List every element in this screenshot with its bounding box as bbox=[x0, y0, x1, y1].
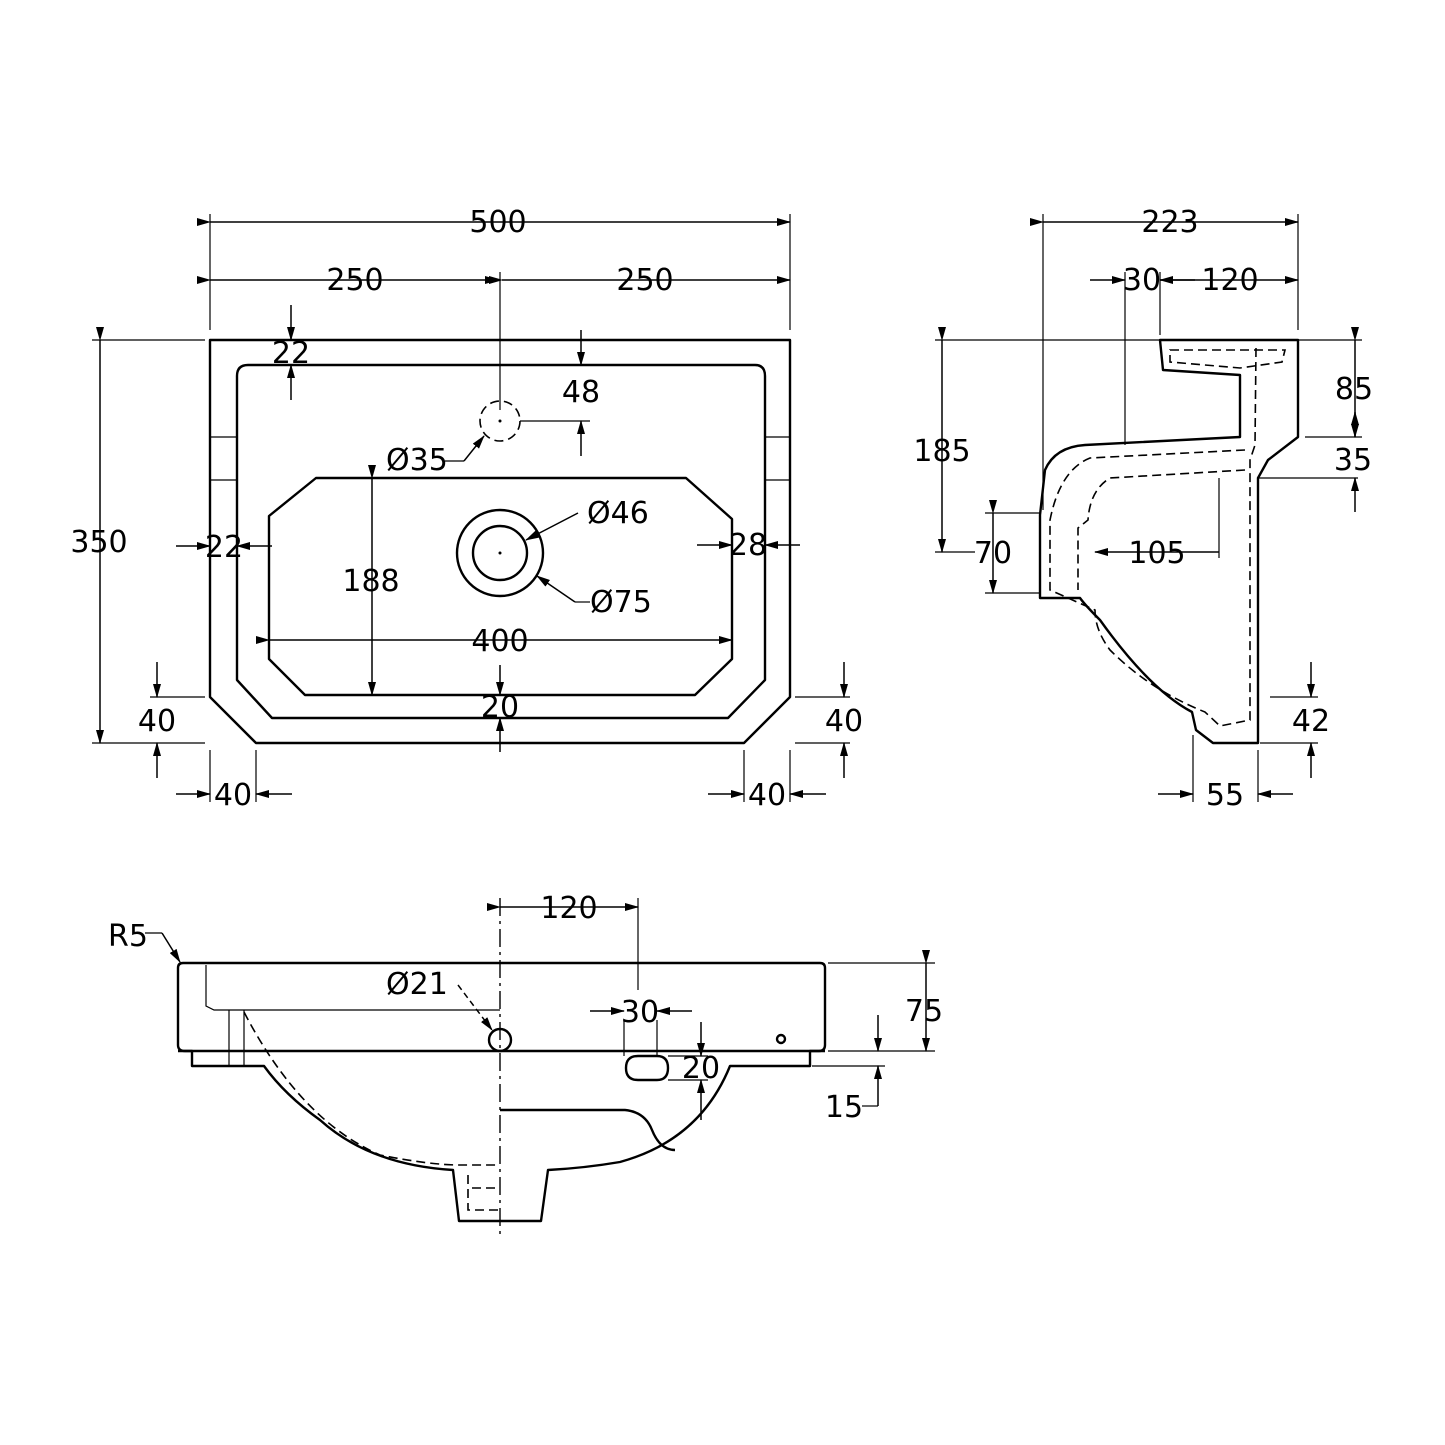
waste-inner-ring bbox=[471, 524, 529, 582]
dim-rim-right: 28 bbox=[729, 528, 767, 563]
plan-view: 500 250 250 350 22 48 Ø35 Ø46 Ø75 22 bbox=[70, 205, 863, 813]
label-tap-hole-dia: Ø35 bbox=[386, 443, 448, 478]
dim-front-slot-height: 20 bbox=[682, 1051, 720, 1086]
side-overflow-channel bbox=[1169, 349, 1287, 369]
basin-rim-inner bbox=[235, 363, 767, 720]
fixing-hole bbox=[775, 1033, 787, 1045]
front-inner-step bbox=[205, 965, 500, 1011]
front-bowl-dashed bbox=[243, 1011, 500, 1166]
dim-side-foot-height: 42 bbox=[1292, 704, 1330, 739]
dim-side-height: 185 bbox=[913, 434, 970, 469]
label-waste-dia-inner: Ø46 bbox=[587, 496, 649, 531]
side-outer-profile bbox=[1038, 338, 1300, 745]
label-waste-dia-outer: Ø75 bbox=[590, 585, 652, 620]
dim-bowl-width: 400 bbox=[471, 624, 528, 659]
label-overflow-dia: Ø21 bbox=[386, 967, 448, 1002]
dim-chamfer-left-h: 40 bbox=[214, 778, 252, 813]
tap-hole-centre bbox=[498, 419, 502, 423]
front-waste-dashed bbox=[467, 1175, 500, 1211]
dim-overall-depth: 350 bbox=[70, 525, 127, 560]
dim-side-inner-depth: 105 bbox=[1128, 536, 1185, 571]
dim-rim-top: 22 bbox=[272, 336, 310, 371]
front-section-cut bbox=[500, 1108, 676, 1152]
side-inner-bowl bbox=[1077, 469, 1246, 590]
basin-outer-outline bbox=[208, 338, 792, 745]
dim-front-lip-height: 15 bbox=[825, 1090, 863, 1125]
front-rim-outline bbox=[176, 961, 827, 1223]
dim-side-mid-band: 35 bbox=[1334, 443, 1372, 478]
front-view: R5 120 Ø21 30 20 75 15 bbox=[108, 891, 943, 1238]
dim-overall-width: 500 bbox=[469, 205, 526, 240]
dim-side-top-b: 120 bbox=[1201, 263, 1258, 298]
waste-outer-ring bbox=[455, 508, 545, 598]
waste-centre bbox=[498, 551, 502, 555]
dim-bowl-depth: 188 bbox=[342, 564, 399, 599]
label-corner-radius: R5 bbox=[108, 919, 148, 954]
dim-tap-offset: 48 bbox=[562, 375, 600, 410]
dim-chamfer-right-h: 40 bbox=[748, 778, 786, 813]
dim-side-foot-width: 55 bbox=[1206, 778, 1244, 813]
dim-side-top-a: 30 bbox=[1123, 263, 1161, 298]
dim-chamfer-left-v: 40 bbox=[138, 704, 176, 739]
dim-front-rim: 20 bbox=[481, 690, 519, 725]
dim-rim-left: 22 bbox=[205, 530, 243, 565]
dim-half-width-right: 250 bbox=[616, 263, 673, 298]
dim-side-overall-depth: 223 bbox=[1141, 205, 1198, 240]
side-view: 223 30 120 185 85 35 70 105 bbox=[913, 205, 1373, 813]
dim-half-width-left: 250 bbox=[326, 263, 383, 298]
overflow-slot bbox=[624, 1054, 670, 1082]
dim-side-back-step: 70 bbox=[974, 536, 1012, 571]
overflow-hole bbox=[487, 1027, 513, 1053]
dim-front-centre-offset: 120 bbox=[540, 891, 597, 926]
bowl-outline bbox=[267, 476, 734, 697]
dim-chamfer-right-v: 40 bbox=[825, 704, 863, 739]
dim-front-slot-width: 30 bbox=[621, 995, 659, 1030]
dim-side-top-band: 85 bbox=[1335, 372, 1373, 407]
dim-front-rim-height: 75 bbox=[905, 994, 943, 1029]
side-inner-profile bbox=[1049, 347, 1257, 727]
